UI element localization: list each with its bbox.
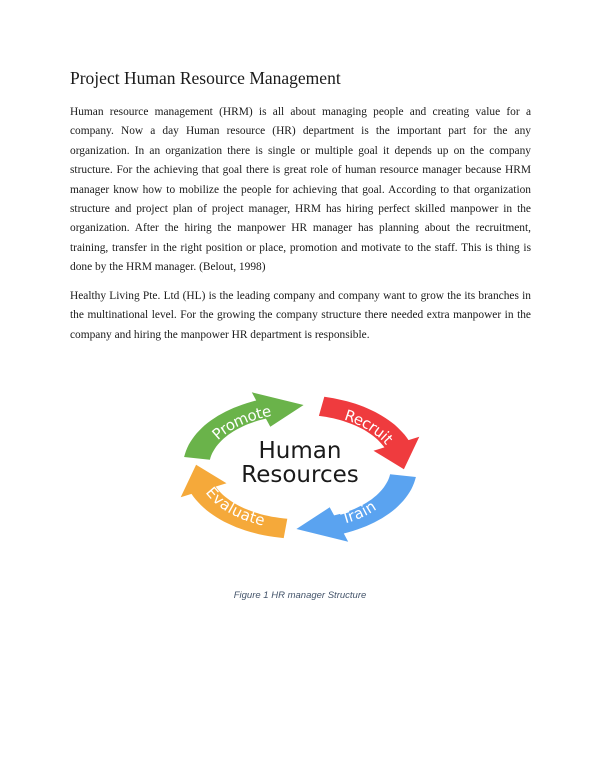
center-text-human: Human — [259, 438, 342, 464]
arrow-promote — [184, 392, 304, 460]
paragraph-healthy-living: Healthy Living Pte. Ltd (HL) is the lead… — [70, 290, 531, 341]
paragraph-hrm-intro: Human resource management (HRM) is all a… — [70, 106, 531, 274]
center-text-resources: Resources — [241, 462, 358, 488]
arrow-recruit — [318, 396, 420, 470]
page-title: Project Human Resource Management — [70, 68, 341, 88]
figure-caption: Figure 1 HR manager Structure — [233, 590, 367, 601]
arrow-train — [296, 474, 416, 542]
arrow-evaluate — [180, 464, 288, 539]
